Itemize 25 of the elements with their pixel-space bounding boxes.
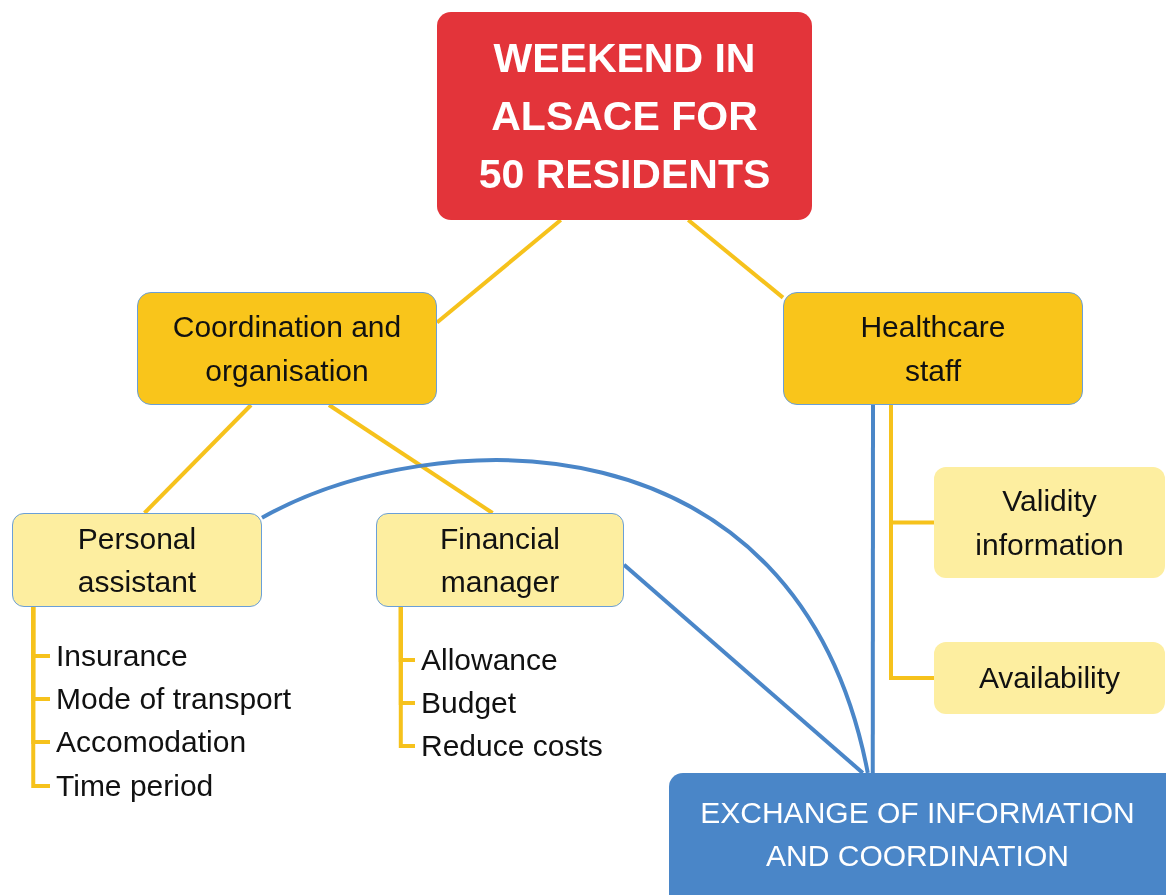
summary-box: EXCHANGE OF INFORMATION AND COORDINATION <box>669 773 1166 895</box>
connector-line <box>327 403 494 515</box>
subtopic-box: Validity information <box>934 467 1165 578</box>
connector-line <box>143 403 253 515</box>
role-box: Personal assistant <box>12 513 262 607</box>
connector-line <box>435 218 563 325</box>
list-item: Insurance <box>56 637 316 675</box>
list-item: Accomodation <box>56 723 316 761</box>
connector-line <box>870 405 875 773</box>
connector-line <box>889 405 934 680</box>
connector-line <box>398 607 415 748</box>
connector-line <box>261 458 870 774</box>
connector-line <box>622 563 865 775</box>
list-item: Budget <box>421 684 641 722</box>
list-item: Reduce costs <box>421 727 641 765</box>
role-box: Financial manager <box>376 513 624 607</box>
title-box: WEEKEND IN ALSACE FOR 50 RESIDENTS <box>437 12 812 220</box>
subtopic-box: Availability <box>934 642 1165 714</box>
topic-box: Coordination and organisation <box>137 292 437 405</box>
connector-line <box>687 218 785 300</box>
list-item: Allowance <box>421 641 641 679</box>
list-item: Time period <box>56 767 316 805</box>
connector-line <box>31 607 50 788</box>
list-item: Mode of transport <box>56 680 356 718</box>
topic-box: Healthcare staff <box>783 292 1083 405</box>
